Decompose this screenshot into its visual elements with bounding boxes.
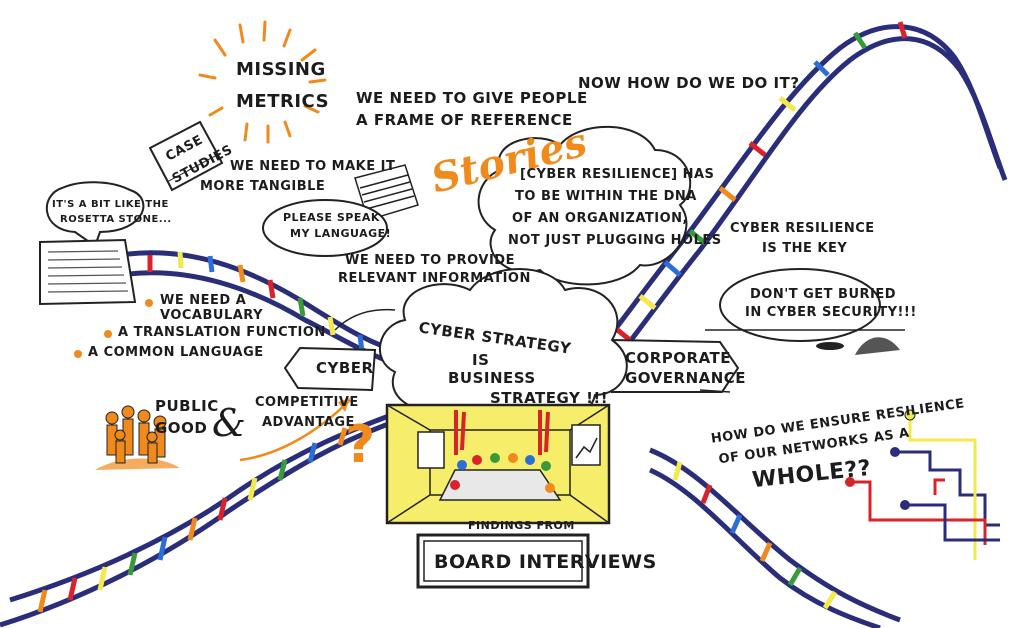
frame-of-reference-line1: WE NEED TO GIVE PEOPLE: [356, 89, 588, 107]
public-good-line1: PUBLIC: [155, 397, 219, 415]
network-circuit-icon: [850, 415, 1000, 560]
rubble-pile-icon: [855, 337, 900, 355]
board-members: [450, 453, 555, 493]
hole-icon: [816, 342, 844, 350]
strategy-cloud: [378, 268, 628, 428]
dna-strand-bottom-left: [0, 407, 406, 628]
orange-arrow: [239, 399, 351, 462]
speak-language-line1: PLEASE SPEAK: [283, 211, 380, 224]
rosetta-stone-icon: [39, 238, 137, 306]
missing-metrics-line1: MISSING: [236, 59, 326, 80]
frame-of-reference-line2: A FRAME of REFERENCE: [356, 111, 573, 129]
boardroom-table: [438, 469, 562, 501]
dna-line3: OF AN ORGANIZATION,: [512, 211, 688, 226]
notebook-icon: [354, 164, 419, 221]
rosetta-line1: IT'S A BIT LIKE THE: [52, 199, 169, 210]
vocab-bullets: [74, 299, 153, 358]
speak-language-line2: MY LANGUAGE!: [290, 227, 392, 240]
strategy-line2: IS: [472, 351, 490, 369]
now-how-label: NOW HOW DO WE DO IT?: [578, 74, 800, 92]
ampersand-label: &: [212, 401, 246, 445]
dna-line2: TO BE WITHIN THE DNA: [515, 189, 697, 204]
people-group-icon: [95, 405, 180, 470]
relevant-info-line1: WE NEED TO PROVIDE: [345, 253, 515, 268]
dna-line1: [CYBER RESILIENCE] HAS: [520, 167, 715, 182]
board-interviews-frame: [416, 533, 590, 589]
cyber-arrow: [283, 346, 377, 392]
resilience-key-line1: CYBER RESILIENCE: [730, 221, 875, 236]
network-nodes: [845, 409, 916, 510]
speak-language-bubble: [262, 199, 388, 257]
tangible-line2: MORE TANGIBLE: [200, 179, 326, 194]
connector-line: [334, 308, 396, 331]
findings-from-label: FINDINGS FROM: [468, 519, 575, 532]
dna-strand-bottom-right: [648, 447, 901, 628]
boardroom-illustration: [385, 403, 611, 525]
dna-strand-top-right: [583, 21, 1008, 382]
buried-line1: DON'T GET BURIED: [750, 287, 897, 302]
buried-bubble: [719, 268, 881, 342]
dna-line4: NOT JUST PLUGGING HOLES: [508, 233, 722, 248]
resilience-key-line2: IS the KEY: [762, 241, 848, 256]
vocab-item-2: A TRANSLATION FUNCTION: [118, 325, 326, 340]
cyber-arrow-label: CYBER: [316, 359, 374, 377]
relevant-info-line2: RELEVANT INFORMATION: [338, 271, 531, 286]
competitive-line1: COMPETITIVE: [255, 395, 359, 410]
strategy-line4: STRATEGY !!!: [490, 389, 609, 407]
governance-line1: CORPORATE: [625, 349, 732, 367]
strategy-line3: BUSINESS: [448, 369, 536, 387]
vocab-item-1: WE NEED A VOCABULARY: [160, 293, 264, 323]
buried-line2: IN CYBER SECURITY!!!: [745, 305, 917, 320]
wall-chart-right-icon: [571, 424, 601, 466]
dna-thought-cloud: [477, 125, 692, 286]
wall-chart-left-icon: [417, 431, 445, 469]
governance-line2: GOVERNANCE: [625, 369, 747, 387]
case-studies-book-icon: [148, 120, 224, 192]
vocab-item-3: A COMMON LANGUAGE: [88, 345, 264, 360]
missing-metrics-line2: METRICS: [236, 91, 330, 112]
rosetta-line2: ROSETTA STONE...: [60, 214, 172, 225]
rosetta-glyphs: [47, 250, 129, 293]
tangible-line1: WE NEED TO MAKE IT: [230, 159, 396, 174]
board-interviews-title: BOARD INTERVIEWS: [434, 551, 657, 573]
competitive-line2: ADVANTAGE: [262, 415, 355, 430]
rosetta-bubble: [45, 181, 145, 248]
public-good-line2: GOOD: [155, 419, 208, 437]
missing-metrics-burst: [198, 20, 327, 144]
question-mark-icon: ?: [345, 415, 375, 475]
